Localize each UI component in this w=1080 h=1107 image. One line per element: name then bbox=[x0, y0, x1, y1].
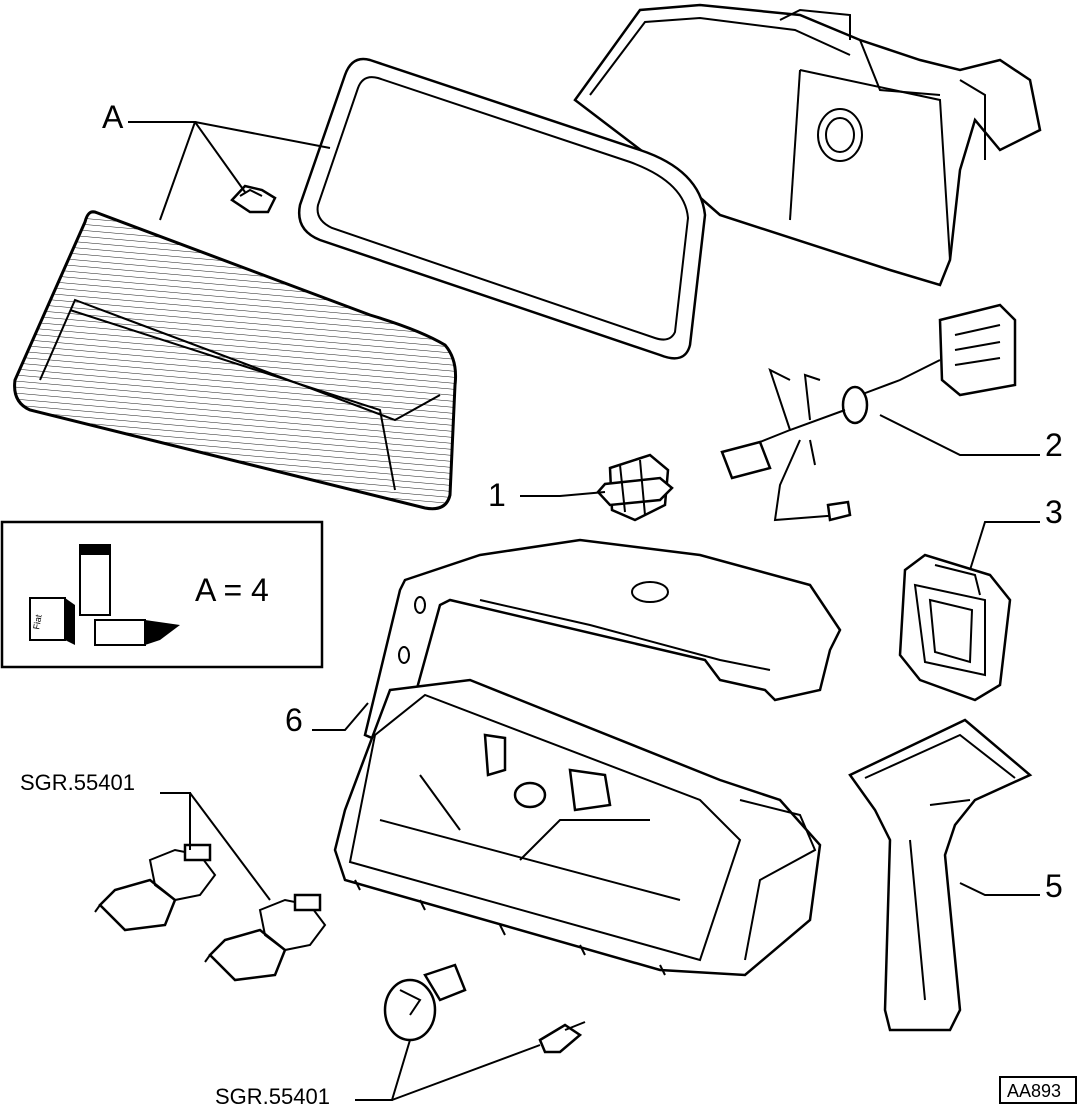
leader-bulb-ref-top bbox=[160, 792, 191, 850]
leader-part-3 bbox=[969, 521, 1040, 571]
leader-part-1 bbox=[520, 491, 606, 497]
headlamp-rear-housing bbox=[573, 3, 1042, 287]
h4-bulb-upper bbox=[94, 843, 217, 932]
diagram-code: AA893 bbox=[1007, 1081, 1061, 1101]
label-a: A bbox=[102, 99, 124, 135]
label-part-5: 5 bbox=[1045, 868, 1063, 904]
h4-bulb-lower bbox=[204, 893, 327, 982]
leader-bulb-ref-bottom-2 bbox=[391, 1044, 541, 1101]
label-bulb-ref-top: SGR.55401 bbox=[20, 770, 135, 795]
headlamp-body bbox=[333, 678, 822, 977]
headlamp-gasket bbox=[297, 57, 707, 360]
legend-box: Fiat bbox=[0, 520, 324, 669]
leader-bulb-ref-bottom bbox=[355, 1039, 411, 1101]
legend-equation: A = 4 bbox=[195, 572, 269, 608]
leader-bulb-ref-top-2 bbox=[189, 792, 271, 901]
label-part-3: 3 bbox=[1045, 494, 1063, 530]
label-bulb-ref-bottom: SGR.55401 bbox=[215, 1084, 330, 1107]
leader-part-2 bbox=[879, 414, 1040, 456]
bulb-holder-part-1 bbox=[596, 453, 674, 522]
socket-part-3 bbox=[898, 553, 1012, 702]
legend-product-text: Fiat bbox=[31, 613, 44, 630]
diagram-code-box bbox=[999, 1076, 1077, 1104]
bayonet-bulb bbox=[383, 963, 467, 1042]
deflector-part-5 bbox=[848, 718, 1033, 1032]
leader-a bbox=[128, 121, 331, 221]
wedge-bulb bbox=[538, 1021, 586, 1054]
label-part-2: 2 bbox=[1045, 427, 1063, 463]
label-part-1: 1 bbox=[488, 477, 506, 513]
leader-part-5 bbox=[959, 882, 1040, 896]
leader-part-6 bbox=[312, 702, 369, 731]
headlamp-lens bbox=[13, 210, 457, 511]
clip-part-a bbox=[230, 184, 277, 214]
wiring-harness-part-2 bbox=[720, 303, 1017, 522]
label-part-6: 6 bbox=[285, 702, 303, 738]
